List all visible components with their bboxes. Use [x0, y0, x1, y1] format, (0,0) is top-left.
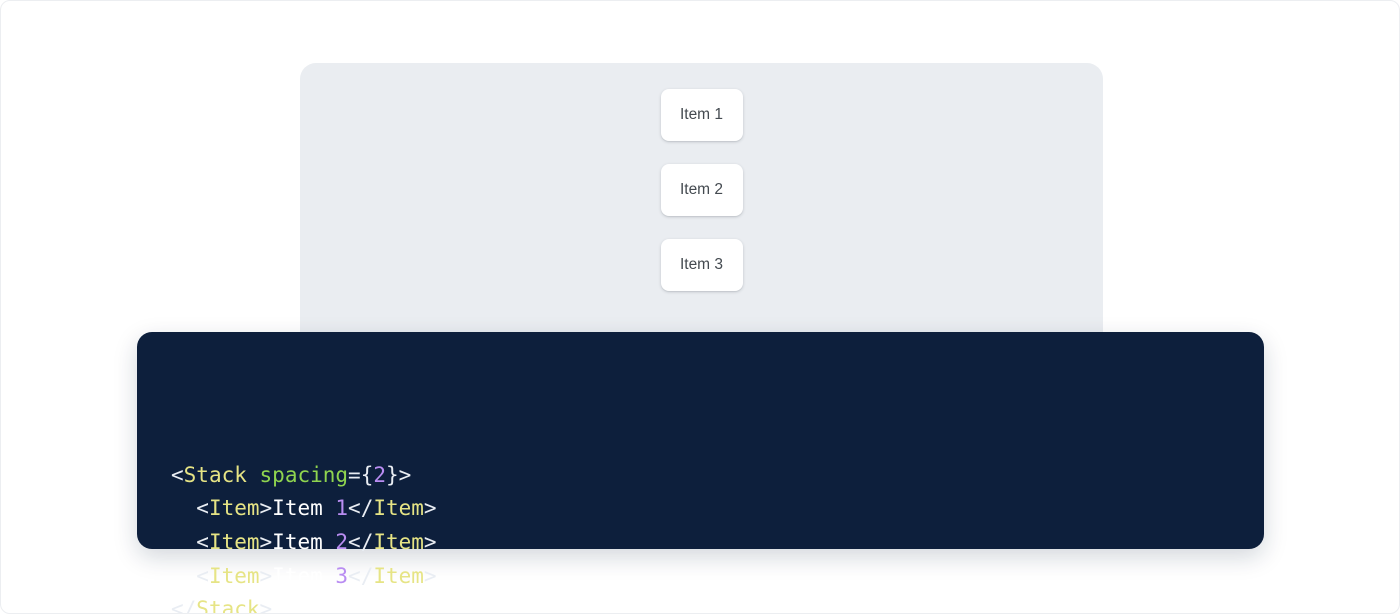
code-token-punct: ={ [348, 463, 373, 487]
code-token-text: Item [272, 564, 335, 588]
code-snippet-text: <Stack spacing={2}> <Item>Item 1</Item> … [171, 358, 1264, 614]
stack-item[interactable]: Item 2 [661, 164, 743, 216]
code-line: <Stack spacing={2}> [171, 459, 1264, 493]
stack-item-label: Item 2 [680, 181, 723, 199]
code-token-punct: > [260, 496, 273, 520]
code-token-punct: > [424, 530, 437, 554]
code-token-tag: Item [209, 496, 260, 520]
code-snippet-block[interactable]: <Stack spacing={2}> <Item>Item 1</Item> … [137, 332, 1264, 549]
code-token-text: Item [272, 530, 335, 554]
stack-item-label: Item 3 [680, 256, 723, 274]
code-token-punct: }> [386, 463, 411, 487]
stack-item[interactable]: Item 3 [661, 239, 743, 291]
code-token-punct: < [171, 530, 209, 554]
stack-item[interactable]: Item 1 [661, 89, 743, 141]
stack-container: Item 1 Item 2 Item 3 [661, 89, 743, 291]
code-token-punct: </ [171, 597, 196, 614]
code-token-num: 2 [335, 530, 348, 554]
code-token-tag: Item [209, 564, 260, 588]
code-token-tag: Item [373, 564, 424, 588]
code-token-attr: spacing [260, 463, 349, 487]
code-line: </Stack> [171, 593, 1264, 614]
code-token-punct: < [171, 463, 184, 487]
code-token-punct: > [260, 597, 273, 614]
code-token-punct: > [424, 496, 437, 520]
code-token-punct: < [171, 496, 209, 520]
code-token-punct [247, 463, 260, 487]
code-token-punct: </ [348, 496, 373, 520]
code-token-tag: Item [209, 530, 260, 554]
code-token-punct: > [260, 564, 273, 588]
code-token-num: 3 [335, 564, 348, 588]
code-token-punct: > [260, 530, 273, 554]
code-token-text: Item [272, 496, 335, 520]
code-token-tag: Item [373, 530, 424, 554]
code-line: <Item>Item 3</Item> [171, 560, 1264, 594]
code-token-tag: Stack [196, 597, 259, 614]
code-token-num: 1 [335, 496, 348, 520]
code-token-tag: Stack [184, 463, 247, 487]
code-token-punct: > [424, 564, 437, 588]
code-token-punct: </ [348, 530, 373, 554]
code-token-num: 2 [373, 463, 386, 487]
code-token-punct: </ [348, 564, 373, 588]
code-token-punct: < [171, 564, 209, 588]
code-line: <Item>Item 1</Item> [171, 492, 1264, 526]
stack-item-label: Item 1 [680, 106, 723, 124]
code-token-tag: Item [373, 496, 424, 520]
code-line: <Item>Item 2</Item> [171, 526, 1264, 560]
